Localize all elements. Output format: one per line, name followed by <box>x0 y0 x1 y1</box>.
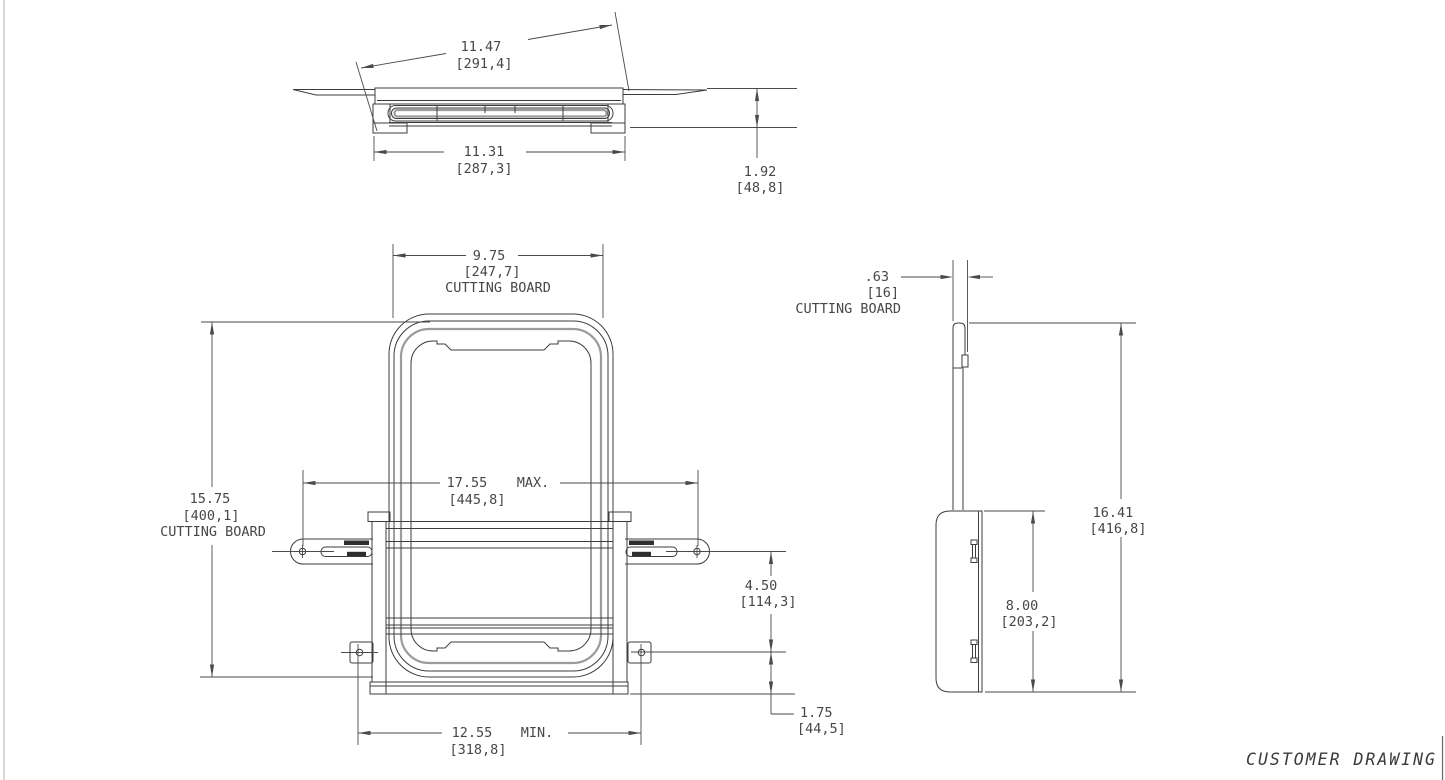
dim-front-arm-to-tab-mm: [114,3] <box>740 594 797 610</box>
right-mounting-tab <box>627 641 652 664</box>
board-inner-outline <box>410 340 592 652</box>
dim-front-tab-to-base: 1.75 [44,5] <box>630 652 846 737</box>
lower-clip <box>970 639 978 663</box>
dim-side-overall-height-mm: [416,8] <box>1090 521 1147 537</box>
dim-front-extended-width-in: 17.55 <box>447 475 488 491</box>
title-block: CUSTOMER DRAWING <box>1246 750 1437 769</box>
left-extension-arm <box>272 538 373 565</box>
right-tab-hole <box>637 648 646 657</box>
dim-side-rack-height: 8.00 [203,2] <box>984 510 1058 692</box>
dim-side-overall-height-in: 16.41 <box>1093 505 1134 521</box>
cutting-board-side <box>952 322 969 510</box>
dim-front-board-height-mm: [400,1] <box>183 508 240 524</box>
dim-front-board-height-label: CUTTING BOARD <box>160 524 266 540</box>
dim-top-height: 1.92 [48,8] <box>630 88 797 196</box>
dim-side-rack-height-mm: [203,2] <box>1001 614 1058 630</box>
dim-front-arm-to-tab: 4.50 [114,3] <box>631 551 797 653</box>
dim-front-retracted-width-qualifier: MIN. <box>521 725 554 741</box>
dim-top-base-width: 11.31 [287,3] <box>373 136 626 177</box>
left-mounting-tab <box>341 641 378 664</box>
dim-top-height-mm: [48,8] <box>736 180 785 196</box>
frame-base <box>369 681 629 695</box>
board-latch <box>961 354 969 368</box>
dim-side-board-thickness-mm: [16] <box>866 285 899 301</box>
dim-front-tab-to-base-in: 1.75 <box>800 705 833 721</box>
dim-front-extended-width-qualifier: MAX. <box>517 475 550 491</box>
dim-side-board-thickness: .63 [16] CUTTING BOARD <box>795 260 993 352</box>
dim-front-extended-width-mm: [445,8] <box>449 492 506 508</box>
arm-marking <box>347 551 366 556</box>
dim-side-rack-height-in: 8.00 <box>1006 598 1039 614</box>
dim-top-base-width-in: 11.31 <box>464 144 505 160</box>
dim-side-board-thickness-label: CUTTING BOARD <box>795 301 901 317</box>
right-rail <box>622 89 708 95</box>
dim-front-board-width: 9.75 [247,7] CUTTING BOARD <box>392 244 604 318</box>
dim-top-height-in: 1.92 <box>744 164 777 180</box>
arm-marking <box>344 540 369 545</box>
left-rail <box>292 89 375 96</box>
left-foot <box>372 103 391 124</box>
dim-front-tab-to-base-mm: [44,5] <box>797 721 846 737</box>
dim-front-board-width-in: 9.75 <box>473 248 506 264</box>
cutting-board-front <box>388 313 614 678</box>
dim-front-board-width-label: CUTTING BOARD <box>445 280 551 296</box>
title-block-label: CUSTOMER DRAWING <box>1246 750 1437 769</box>
dim-top-overall-width-in: 11.47 <box>461 39 502 55</box>
dim-front-extended-width: 17.55 MAX. [445,8] <box>302 470 699 546</box>
dim-front-board-width-mm: [247,7] <box>464 264 521 280</box>
dim-side-overall-height: 16.41 [416,8] <box>969 322 1147 693</box>
dim-front-board-height-in: 15.75 <box>190 491 231 507</box>
dim-front-retracted-width-mm: [318,8] <box>450 742 507 758</box>
mounting-frame <box>367 511 632 695</box>
dim-front-board-height: 15.75 [400,1] CUTTING BOARD <box>160 321 430 678</box>
top-view: 11.47 [291,4] 11.31 [287,3] 1.92 [48,8] <box>292 11 797 196</box>
dim-top-base-width-mm: [287,3] <box>456 161 513 177</box>
dim-top-overall-width: 11.47 [291,4] <box>355 11 630 132</box>
top-view-part <box>292 87 708 134</box>
arm-marking <box>629 540 654 545</box>
upper-clip <box>970 539 978 563</box>
dim-side-board-thickness-in: .63 <box>865 269 889 285</box>
arm-marking <box>632 551 651 556</box>
dim-front-retracted-width-in: 12.55 <box>452 725 493 741</box>
rack-side <box>935 510 983 693</box>
side-view: .63 [16] CUTTING BOARD 16.41 [416,8] 8.0… <box>795 260 1147 693</box>
dim-front-arm-to-tab-in: 4.50 <box>745 578 778 594</box>
dim-top-overall-width-mm: [291,4] <box>456 56 513 72</box>
page-border <box>3 0 1444 780</box>
frame-right-post <box>612 521 628 683</box>
dim-front-retracted-width: 12.55 MIN. [318,8] <box>357 644 642 758</box>
frame-left-post <box>371 521 387 683</box>
front-view: 9.75 [247,7] CUTTING BOARD 15.75 [400,1]… <box>160 244 846 758</box>
